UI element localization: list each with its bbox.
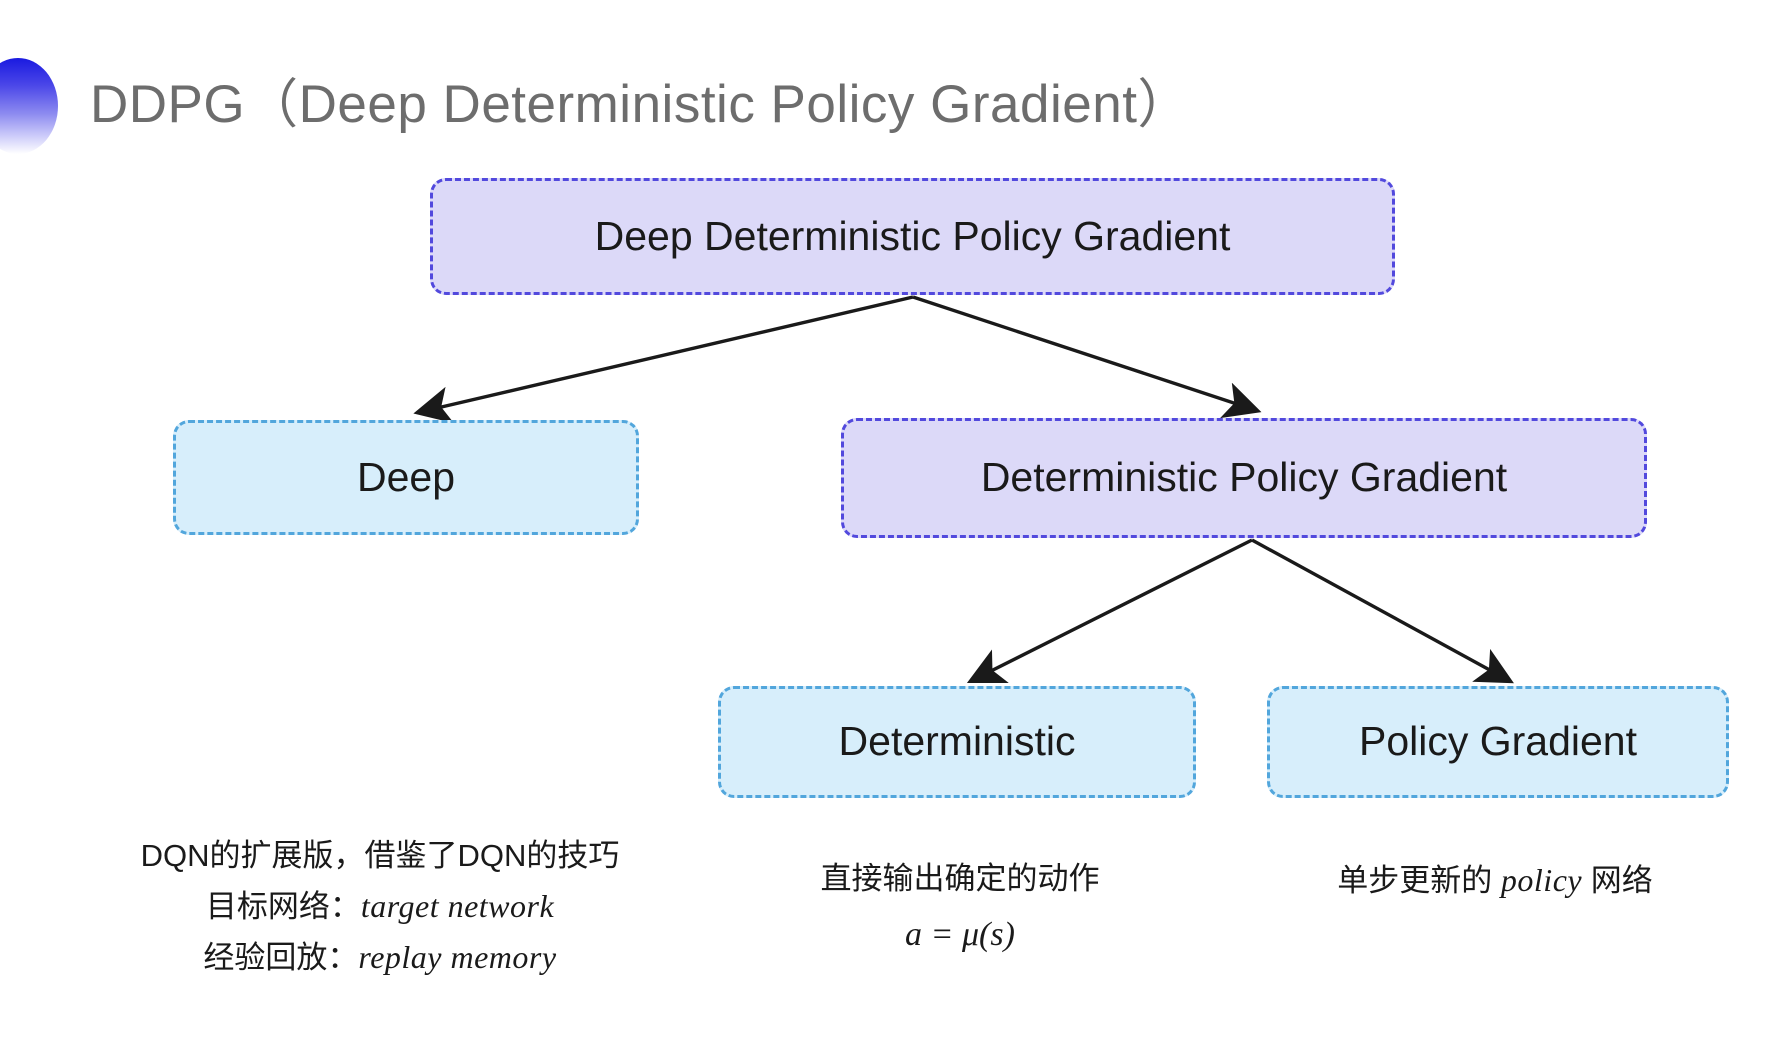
- caption-deep-line3-term: replay memory: [358, 938, 557, 975]
- caption-deep-line1: DQN的扩展版，借鉴了DQN的技巧: [140, 838, 620, 873]
- caption-deep-line3-label: 经验回放：: [203, 939, 359, 975]
- node-deterministic-policy-gradient[interactable]: Deterministic Policy Gradient: [841, 418, 1647, 538]
- caption-policy-gradient-line2: policy 网络: [1500, 862, 1653, 898]
- caption-deterministic-formula: a = μ(s): [905, 915, 1015, 953]
- edge-root-to-dpg: [912, 295, 1262, 419]
- caption-policy-gradient-line1: 单步更新的: [1337, 863, 1493, 898]
- caption-policy-gradient-term: policy: [1500, 862, 1583, 898]
- page-title: DDPG（Deep Deterministic Policy Gradient）: [90, 75, 1191, 134]
- node-deep-label: Deep: [356, 453, 455, 500]
- node-root[interactable]: Deep Deterministic Policy Gradient: [430, 178, 1395, 295]
- node-policy-gradient[interactable]: Policy Gradient: [1267, 686, 1729, 798]
- caption-policy-gradient: 单步更新的 policy 网络: [1260, 855, 1730, 906]
- caption-deep-line3: 经验回放：replay memory: [100, 932, 660, 983]
- caption-deterministic-line1: 直接输出确定的动作: [820, 861, 1100, 896]
- caption-deep-line2-term: target network: [360, 887, 555, 924]
- node-policy-gradient-label: Policy Gradient: [1358, 718, 1637, 765]
- caption-policy-gradient-suffix: 网络: [1582, 863, 1653, 898]
- caption-deep: DQN的扩展版，借鉴了DQN的技巧 目标网络：target network 经验…: [100, 832, 660, 983]
- edge-dpg-to-deterministic: [966, 538, 1253, 684]
- node-dpg-label: Deterministic Policy Gradient: [980, 454, 1508, 501]
- node-root-label: Deep Deterministic Policy Gradient: [594, 212, 1231, 259]
- caption-deep-line2: 目标网络：target network: [100, 881, 660, 932]
- edge-dpg-to-policy-gradient: [1251, 538, 1514, 684]
- edge-root-to-deep: [413, 295, 914, 424]
- caption-deterministic: 直接输出确定的动作 a = μ(s): [700, 855, 1220, 962]
- node-deep[interactable]: Deep: [173, 420, 639, 535]
- title-decoration-circle-icon: [0, 58, 58, 154]
- node-deterministic-label: Deterministic: [838, 718, 1076, 765]
- caption-deep-line2-label: 目标网络：: [205, 888, 361, 924]
- node-deterministic[interactable]: Deterministic: [718, 686, 1196, 798]
